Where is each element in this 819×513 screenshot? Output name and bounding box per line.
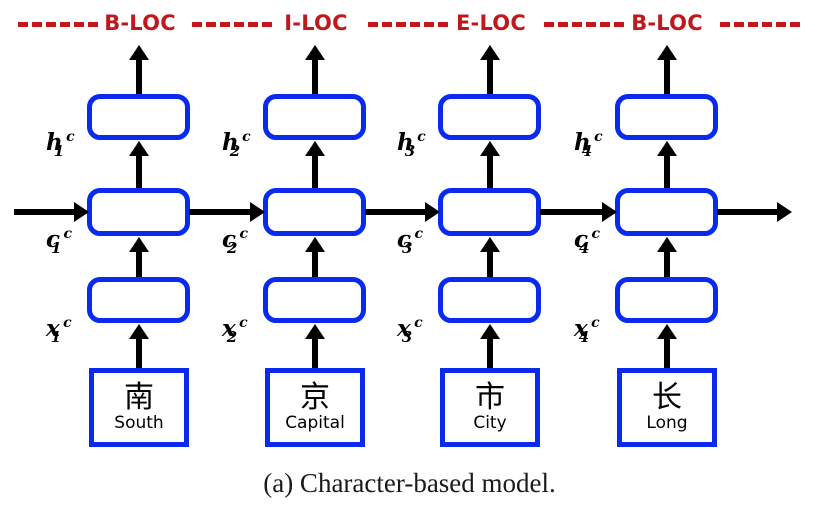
arrow-cell-to-hidden-3 [480, 141, 500, 191]
lstm-cell-label-1: c1c [46, 226, 72, 257]
character-gloss-4: Long [646, 413, 688, 434]
lstm-cell-label-2: c2c [222, 226, 248, 257]
arrow-input-to-cell-2 [305, 237, 325, 281]
arrow-char-to-embedding-3 [480, 324, 500, 372]
tag-dash-segment-0 [18, 22, 98, 27]
arrow-cell-to-hidden-2 [305, 141, 325, 191]
arrow-recurrent-in [14, 202, 89, 222]
tag-label-1: B-LOC [104, 11, 176, 35]
character-glyph-3: 市 [475, 379, 505, 415]
character-box-3: 市 City [440, 368, 540, 447]
arrow-recurrent-3-to-4 [540, 202, 617, 222]
arrow-char-to-embedding-4 [657, 324, 677, 372]
lstm-cell-box-2 [263, 188, 366, 236]
hidden-state-label-3: h3c [397, 129, 426, 160]
arrow-cell-to-hidden-4 [657, 141, 677, 191]
embedding-label-3: x3c [397, 315, 423, 346]
hidden-state-label-4: h4c [574, 129, 603, 160]
lstm-cell-box-4 [615, 188, 718, 236]
lstm-cell-box-3 [438, 188, 541, 236]
arrow-hidden-to-tag-2 [305, 45, 325, 97]
tag-dash-segment-4 [720, 22, 800, 27]
tag-label-4: B-LOC [631, 11, 703, 35]
arrow-char-to-embedding-2 [305, 324, 325, 372]
embedding-label-2: x2c [222, 315, 248, 346]
embedding-label-4: x4c [574, 315, 600, 346]
character-box-4: 长 Long [617, 368, 717, 447]
tag-sequence-row: B-LOC I-LOC E-LOC B-LOC [0, 8, 819, 42]
character-gloss-1: South [114, 413, 164, 434]
arrow-hidden-to-tag-4 [657, 45, 677, 97]
arrow-hidden-to-tag-1 [129, 45, 149, 97]
character-gloss-2: Capital [285, 413, 345, 434]
tag-dash-segment-3 [544, 22, 624, 27]
arrow-input-to-cell-1 [129, 237, 149, 281]
arrow-recurrent-out [717, 202, 792, 222]
lstm-cell-label-3: c3c [397, 226, 423, 257]
embedding-box-2 [263, 277, 366, 323]
character-gloss-3: City [473, 413, 507, 434]
tag-dash-segment-1 [192, 22, 272, 27]
tag-label-2: I-LOC [284, 11, 348, 35]
tag-dash-segment-2 [368, 22, 448, 27]
arrow-input-to-cell-4 [657, 237, 677, 281]
arrow-char-to-embedding-1 [129, 324, 149, 372]
arrow-recurrent-1-to-2 [189, 202, 265, 222]
character-box-2: 京 Capital [265, 368, 365, 447]
arrow-recurrent-2-to-3 [365, 202, 440, 222]
lstm-cell-box-1 [87, 188, 190, 236]
hidden-state-box-1 [87, 94, 190, 140]
arrow-cell-to-hidden-1 [129, 141, 149, 191]
arrow-input-to-cell-3 [480, 237, 500, 281]
embedding-box-3 [438, 277, 541, 323]
character-glyph-4: 长 [652, 379, 682, 415]
figure-caption: (a) Character-based model. [263, 468, 556, 498]
hidden-state-box-2 [263, 94, 366, 140]
arrow-hidden-to-tag-3 [480, 45, 500, 97]
character-box-1: 南 South [89, 368, 189, 447]
character-glyph-2: 京 [300, 379, 330, 415]
embedding-box-1 [87, 277, 190, 323]
hidden-state-label-1: h1c [46, 129, 75, 160]
embedding-label-1: x1c [46, 315, 72, 346]
character-glyph-1: 南 [124, 379, 154, 415]
embedding-box-4 [615, 277, 718, 323]
tag-label-3: E-LOC [456, 11, 526, 35]
lstm-cell-label-4: c4c [574, 226, 600, 257]
hidden-state-box-3 [438, 94, 541, 140]
hidden-state-box-4 [615, 94, 718, 140]
hidden-state-label-2: h2c [222, 129, 251, 160]
